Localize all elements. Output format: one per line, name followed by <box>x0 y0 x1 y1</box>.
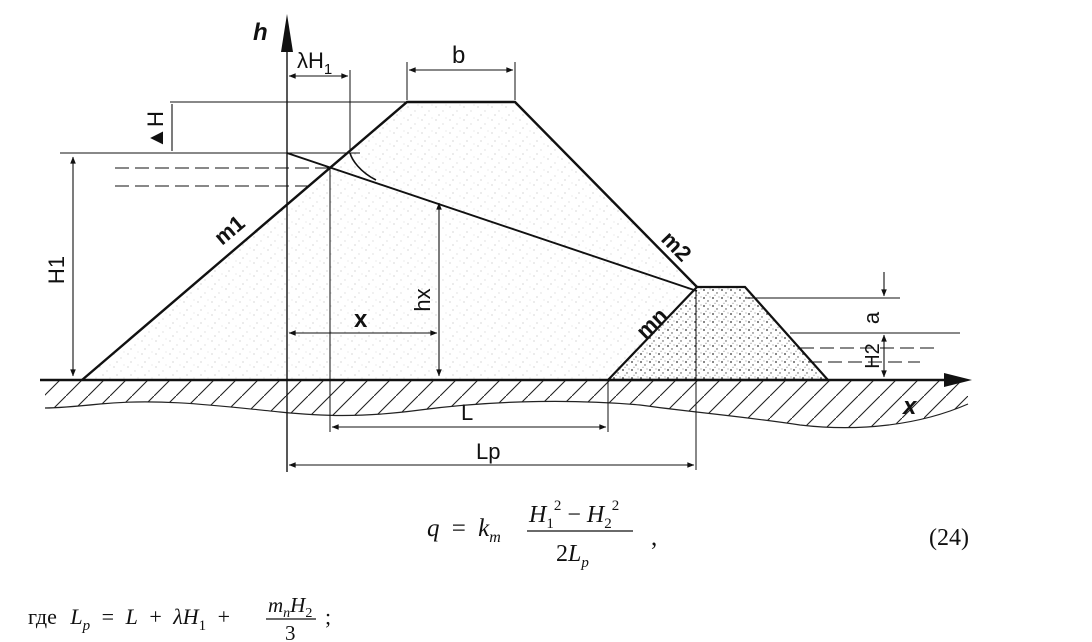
ground-hatching <box>45 380 968 428</box>
svg-text:mnH2: mnH2 <box>268 593 312 621</box>
h-axis-arrowhead <box>281 14 293 52</box>
svg-text:q = km: q = km <box>427 515 501 546</box>
ground-lower-boundary <box>44 400 969 429</box>
x-axis-arrowhead <box>944 373 972 387</box>
x-dimension-label: x <box>354 306 368 333</box>
b-label: b <box>452 42 465 69</box>
h1-label: H1 <box>44 256 69 284</box>
entrance-curve <box>349 152 377 181</box>
svg-text:H12−H22: H12−H22 <box>528 498 619 532</box>
svg-text:;: ; <box>325 604 331 629</box>
depression-curve <box>286 152 698 292</box>
lp-label: Lp <box>476 439 500 464</box>
svg-text:2Lp: 2Lp <box>556 541 589 571</box>
h2-label: H2 <box>862 343 884 369</box>
dam-outline <box>81 100 698 381</box>
where-clause: где Lp = L + λH1 + mnH2 3 ; <box>28 593 331 642</box>
x-axis-label: x <box>901 393 918 420</box>
lambda-h1-label: λH1 <box>297 48 332 78</box>
svg-text:,: , <box>651 524 657 551</box>
dam-body <box>82 102 696 380</box>
svg-text:где Lp = L: где Lp = L + λH1 + <box>28 604 230 635</box>
hx-label: hx <box>410 288 435 311</box>
delta-h-label: ▲H <box>143 111 168 149</box>
formula-number: (24) <box>929 525 969 551</box>
l-label: L <box>461 400 473 425</box>
svg-text:3: 3 <box>285 621 296 642</box>
a-label: a <box>859 311 884 324</box>
h-axis-label: h <box>253 19 268 46</box>
formula-24: q = km H12−H22 2Lp , (24) <box>427 498 969 571</box>
